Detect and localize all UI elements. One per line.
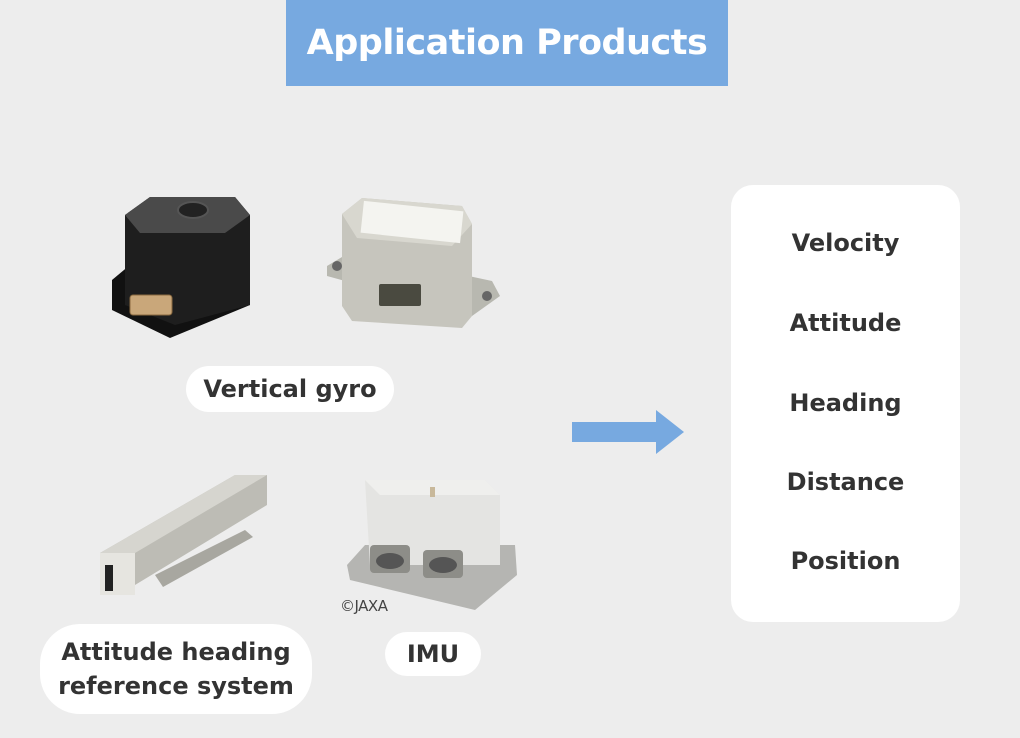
- output-item: Attitude: [789, 309, 902, 337]
- imu-image: [347, 480, 517, 610]
- output-item: Velocity: [791, 229, 900, 257]
- outputs-card: Velocity Attitude Heading Distance Posit…: [731, 185, 960, 622]
- ahrs-label-line2: reference system: [58, 672, 294, 700]
- ahrs-label-line1: Attitude heading: [61, 638, 291, 666]
- page-title: Application Products: [306, 23, 708, 63]
- title-banner: Application Products: [286, 0, 728, 86]
- imu-label-text: IMU: [406, 640, 460, 668]
- ahrs-label: Attitude heading reference system: [40, 624, 312, 714]
- vertical-gyro-label-text: Vertical gyro: [203, 375, 377, 403]
- vertical-gyro-black-image: [112, 197, 250, 338]
- ahrs-image: [100, 475, 267, 595]
- output-item: Heading: [789, 389, 902, 417]
- output-item: Distance: [786, 468, 905, 496]
- vertical-gyro-label: Vertical gyro: [186, 366, 394, 412]
- imu-label: IMU: [385, 632, 481, 676]
- jaxa-credit: ©JAXA: [340, 597, 388, 615]
- output-item: Position: [790, 547, 901, 575]
- right-arrow-icon: [572, 410, 684, 454]
- vertical-gyro-silver-image: [327, 198, 500, 328]
